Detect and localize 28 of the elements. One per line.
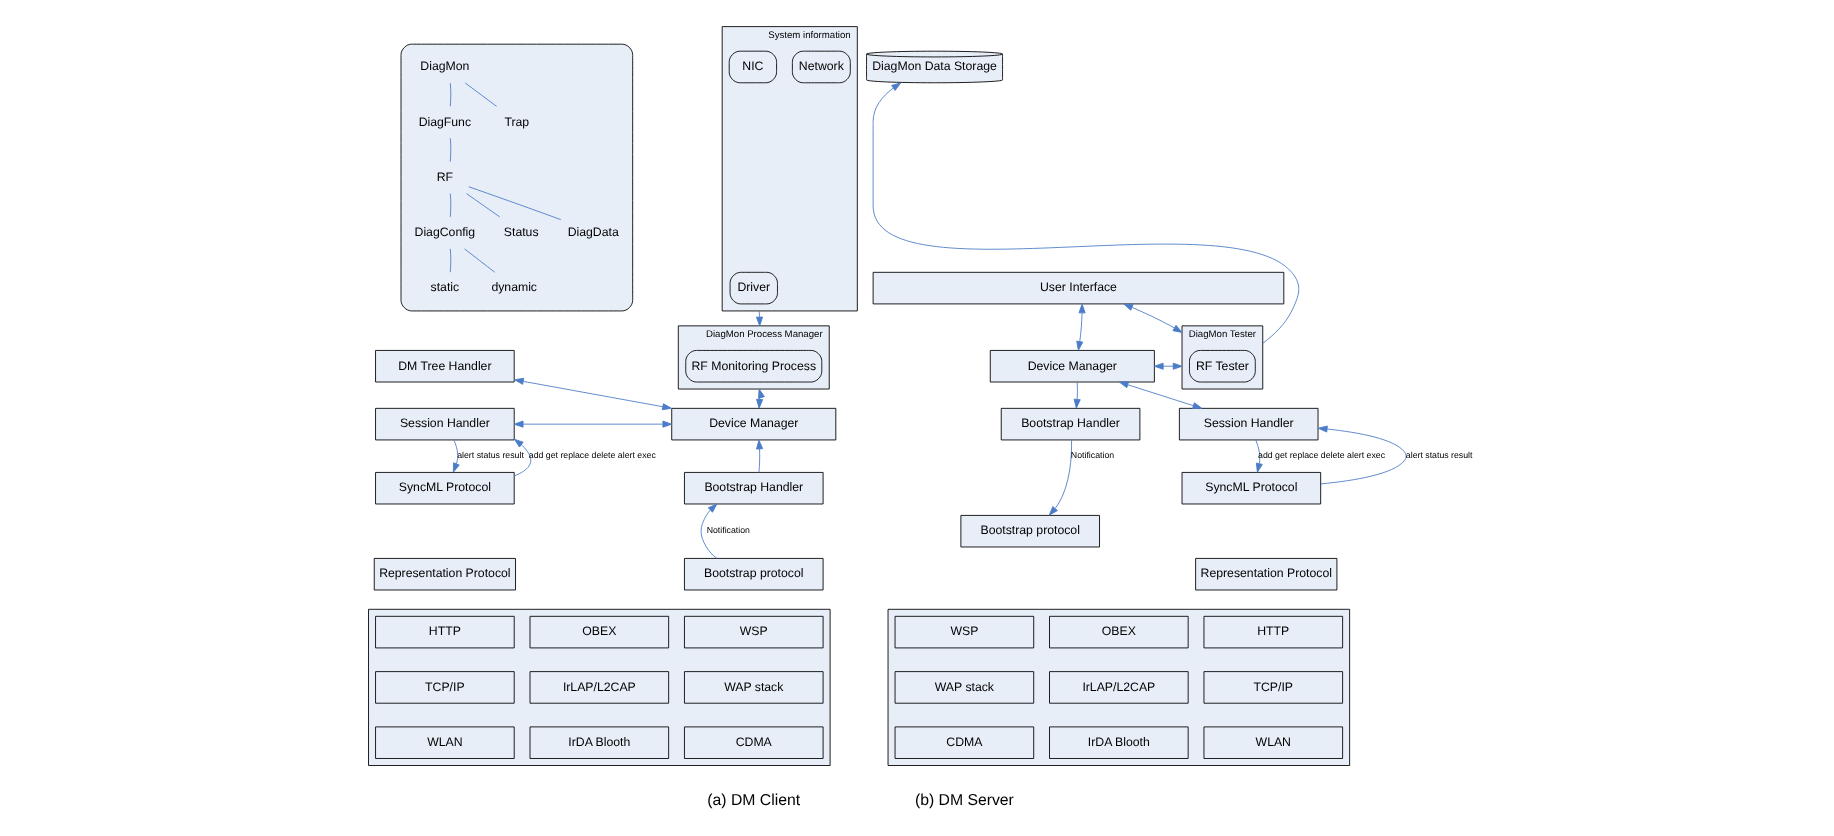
connector: [464, 82, 498, 107]
arrow: [1073, 381, 1081, 409]
arrow: [1123, 303, 1183, 333]
arrow: [756, 439, 764, 473]
cluster: [368, 608, 831, 766]
arrow: [756, 310, 764, 327]
arrow: [872, 82, 1300, 344]
connector: [449, 248, 452, 273]
connector: [449, 82, 452, 107]
arrow: [700, 503, 718, 559]
arrow: [1255, 439, 1263, 473]
label: (a) DM Client: [707, 790, 801, 809]
arrow: [1048, 439, 1072, 516]
arrow: [1317, 425, 1407, 485]
connector: [449, 137, 452, 163]
arrow: [513, 438, 532, 477]
arrow: [513, 420, 673, 428]
arrow: [1076, 303, 1086, 351]
connector: [468, 186, 562, 221]
connector: [464, 248, 496, 273]
arrow: [1118, 381, 1203, 410]
label: (b) DM Server: [914, 790, 1014, 809]
arrow: [514, 377, 672, 411]
connector: [466, 193, 501, 218]
cluster: [887, 608, 1351, 766]
arrow: [452, 439, 460, 473]
connector: [449, 193, 452, 218]
cluster: [400, 43, 634, 312]
